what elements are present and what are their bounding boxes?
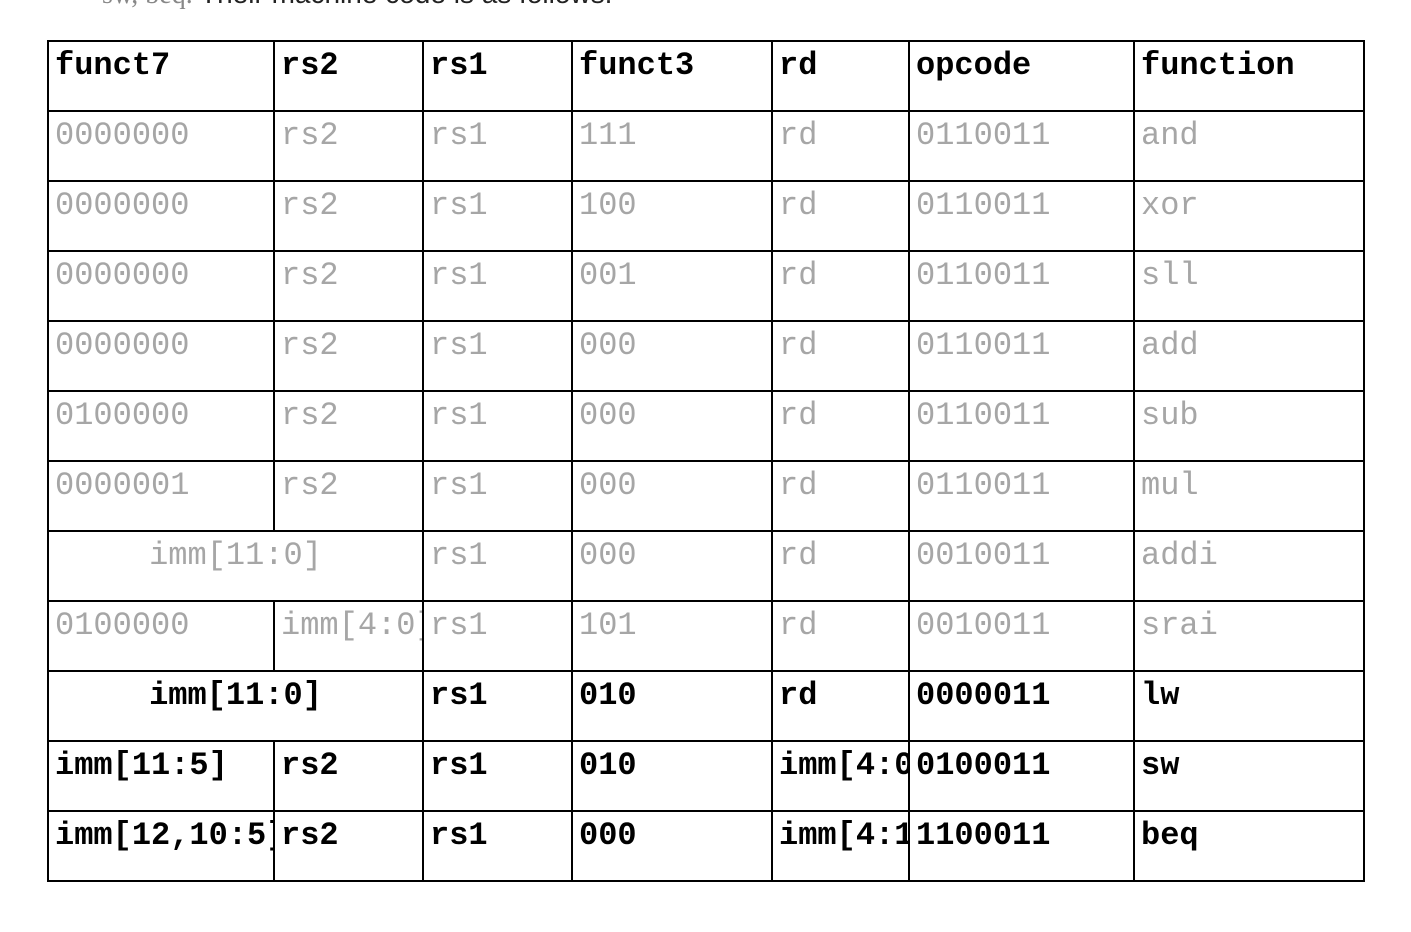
cell-funct3: 010: [571, 740, 773, 812]
cell-opcode: 0110011: [908, 180, 1135, 252]
table-row-and: 0000000 rs2 rs1 111 rd 0110011 and: [47, 110, 1365, 182]
cell-funct7: 0000000: [47, 110, 275, 182]
cell-rs1: rs1: [422, 810, 573, 882]
table-row-srai: 0100000 imm[4:0] rs1 101 rd 0010011 srai: [47, 600, 1365, 672]
cell-rd: rd: [771, 530, 910, 602]
cell-function: sll: [1133, 250, 1365, 322]
cell-opcode: 0000011: [908, 670, 1135, 742]
caption-rest: Their machine code is as follows:: [193, 0, 612, 9]
cell-function: mul: [1133, 460, 1365, 532]
header-rs2: rs2: [273, 40, 424, 112]
cell-rs1: rs1: [422, 180, 573, 252]
cell-opcode: 0100011: [908, 740, 1135, 812]
cell-rs1: rs1: [422, 320, 573, 392]
table-row-mul: 0000001 rs2 rs1 000 rd 0110011 mul: [47, 460, 1365, 532]
cell-opcode: 0110011: [908, 320, 1135, 392]
cell-funct3: 010: [571, 670, 773, 742]
cell-rs1: rs1: [422, 740, 573, 812]
cell-funct7: 0000000: [47, 320, 275, 392]
cell-rd: rd: [771, 460, 910, 532]
cell-rs1: rs1: [422, 670, 573, 742]
table-row-add: 0000000 rs2 rs1 000 rd 0110011 add: [47, 320, 1365, 392]
cell-funct7: 0100000: [47, 600, 275, 672]
cell-imm: imm[4:0]: [273, 600, 424, 672]
cell-opcode: 1100011: [908, 810, 1135, 882]
cell-funct3: 000: [571, 530, 773, 602]
cell-function: srai: [1133, 600, 1365, 672]
cell-function: lw: [1133, 670, 1365, 742]
cell-rs1: rs1: [422, 530, 573, 602]
header-rs1: rs1: [422, 40, 573, 112]
cell-function: and: [1133, 110, 1365, 182]
cell-funct3: 101: [571, 600, 773, 672]
cell-funct3: 000: [571, 810, 773, 882]
cell-opcode: 0110011: [908, 250, 1135, 322]
machine-code-table: funct7 rs2 rs1 funct3 rd opcode function…: [47, 40, 1365, 882]
cell-funct3: 000: [571, 390, 773, 462]
table-row-lw: imm[11:0] rs1 010 rd 0000011 lw: [47, 670, 1365, 742]
cell-funct3: 000: [571, 320, 773, 392]
table-row-addi: imm[11:0] rs1 000 rd 0010011 addi: [47, 530, 1365, 602]
cell-funct3: 000: [571, 460, 773, 532]
cell-rs2: rs2: [273, 460, 424, 532]
cell-rs1: rs1: [422, 460, 573, 532]
cell-imm: imm[12,10:5]: [47, 810, 275, 882]
table-row-sub: 0100000 rs2 rs1 000 rd 0110011 sub: [47, 390, 1365, 462]
caption-code: sw, beq.: [102, 0, 193, 10]
cell-rd: rd: [771, 390, 910, 462]
cell-function: xor: [1133, 180, 1365, 252]
cell-rd: rd: [771, 670, 910, 742]
cell-opcode: 0010011: [908, 530, 1135, 602]
cell-imm-low: imm[4:1,11]: [771, 810, 910, 882]
cell-imm-low: imm[4:0]: [771, 740, 910, 812]
cell-rs2: rs2: [273, 320, 424, 392]
header-funct3: funct3: [571, 40, 773, 112]
cell-rs2: rs2: [273, 250, 424, 322]
cell-imm: imm[11:0]: [47, 530, 424, 602]
cell-rs1: rs1: [422, 600, 573, 672]
table-row-sw: imm[11:5] rs2 rs1 010 imm[4:0] 0100011 s…: [47, 740, 1365, 812]
cell-opcode: 0110011: [908, 390, 1135, 462]
table-row-sll: 0000000 rs2 rs1 001 rd 0110011 sll: [47, 250, 1365, 322]
header-function: function: [1133, 40, 1365, 112]
cell-funct7: 0000000: [47, 180, 275, 252]
cell-imm: imm[11:5]: [47, 740, 275, 812]
cell-rd: rd: [771, 250, 910, 322]
cell-rs2: rs2: [273, 390, 424, 462]
cell-rs1: rs1: [422, 250, 573, 322]
cell-opcode: 0010011: [908, 600, 1135, 672]
cell-opcode: 0110011: [908, 460, 1135, 532]
cell-funct7: 0000001: [47, 460, 275, 532]
cell-funct3: 111: [571, 110, 773, 182]
cell-function: addi: [1133, 530, 1365, 602]
cell-rs2: rs2: [273, 180, 424, 252]
header-funct7: funct7: [47, 40, 275, 112]
table-row-beq: imm[12,10:5] rs2 rs1 000 imm[4:1,11] 110…: [47, 810, 1365, 882]
table-row-xor: 0000000 rs2 rs1 100 rd 0110011 xor: [47, 180, 1365, 252]
cell-rd: rd: [771, 180, 910, 252]
cell-funct7: 0100000: [47, 390, 275, 462]
cell-rd: rd: [771, 320, 910, 392]
caption-text: sw, beq. Their machine code is as follow…: [102, 0, 612, 11]
cell-rs2: rs2: [273, 810, 424, 882]
cell-rd: rd: [771, 110, 910, 182]
cell-function: beq: [1133, 810, 1365, 882]
header-rd: rd: [771, 40, 910, 112]
cell-rd: rd: [771, 600, 910, 672]
cell-imm: imm[11:0]: [47, 670, 424, 742]
table-header-row: funct7 rs2 rs1 funct3 rd opcode function: [47, 40, 1365, 112]
cell-rs1: rs1: [422, 390, 573, 462]
cell-rs2: rs2: [273, 740, 424, 812]
cell-funct3: 001: [571, 250, 773, 322]
cell-function: sub: [1133, 390, 1365, 462]
cell-opcode: 0110011: [908, 110, 1135, 182]
cell-function: add: [1133, 320, 1365, 392]
cell-funct3: 100: [571, 180, 773, 252]
cell-funct7: 0000000: [47, 250, 275, 322]
cell-function: sw: [1133, 740, 1365, 812]
header-opcode: opcode: [908, 40, 1135, 112]
cell-rs2: rs2: [273, 110, 424, 182]
cell-rs1: rs1: [422, 110, 573, 182]
